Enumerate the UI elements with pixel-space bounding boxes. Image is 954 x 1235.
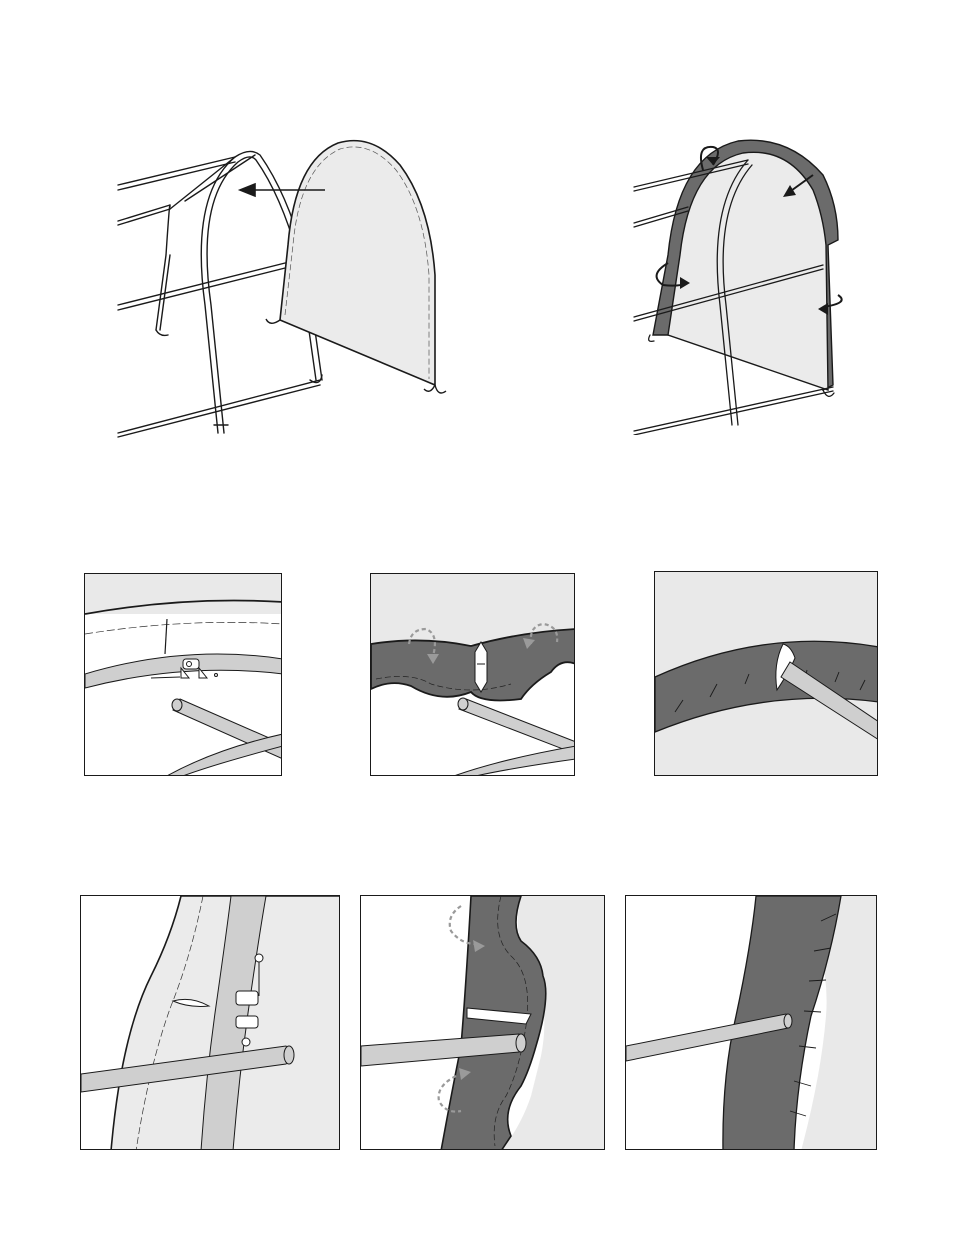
pole-pocket-fold-detail-illustration bbox=[371, 574, 575, 776]
frame-and-cover-illustration-2 bbox=[628, 135, 858, 435]
detail-panel-4c bbox=[625, 895, 877, 1150]
detail-panel-4b bbox=[360, 895, 605, 1150]
detail-panel-3c bbox=[654, 571, 878, 776]
frame-and-cover-illustration-1 bbox=[110, 135, 470, 455]
detail-panel-4a bbox=[80, 895, 340, 1150]
detail-panel-3a bbox=[84, 573, 282, 776]
detail-panel-3b bbox=[370, 573, 575, 776]
side-pole-through-slit-detail-illustration bbox=[626, 896, 877, 1150]
cover-wrap-around-frame-illustration bbox=[628, 135, 858, 435]
bracket-bolt-detail-illustration bbox=[85, 574, 282, 776]
cover-slide-onto-frame-illustration bbox=[110, 135, 470, 455]
pole-through-slit-detail-illustration bbox=[655, 572, 878, 776]
side-pocket-fold-detail-illustration bbox=[361, 896, 605, 1150]
side-bracket-bolt-detail-illustration bbox=[81, 896, 340, 1150]
